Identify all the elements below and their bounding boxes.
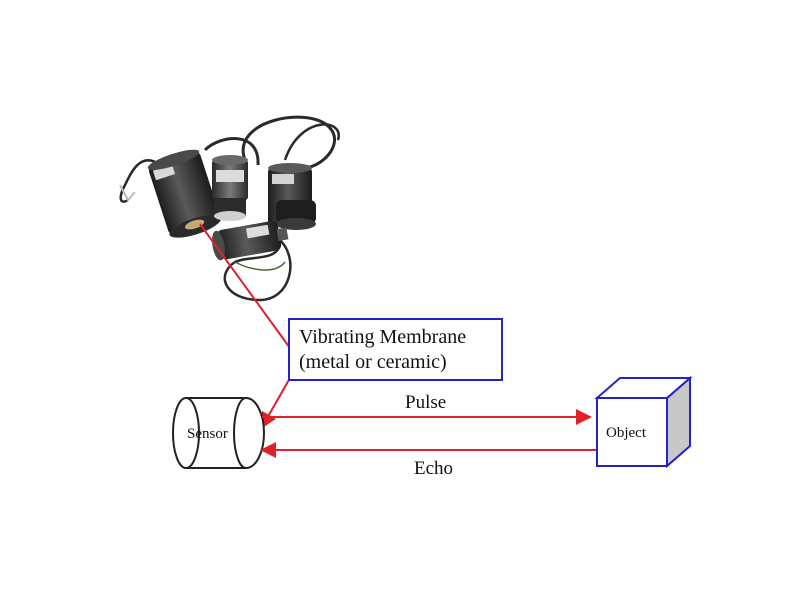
sensor-cable [223, 239, 292, 302]
sensor-body-small [212, 155, 248, 221]
callout-line-2: (metal or ceramic) [299, 351, 447, 373]
sensor-label: Sensor [187, 426, 228, 442]
ultrasonic-sensors-image [119, 115, 340, 302]
echo-label: Echo [414, 458, 453, 479]
membrane-callout: Vibrating Membrane (metal or ceramic) [288, 318, 503, 381]
sensor-cable [119, 184, 136, 202]
sensor-cylinder-face [233, 397, 247, 469]
object-label: Object [606, 425, 647, 441]
pulse-label: Pulse [405, 392, 446, 413]
sensor-cable [203, 137, 260, 166]
sensor-cable [119, 159, 161, 203]
sensor-pointer-line [261, 377, 291, 429]
cube-front-face [596, 397, 668, 467]
callout-box [288, 318, 503, 381]
sensor-cable [283, 123, 340, 161]
object-cube: Object [594, 375, 693, 469]
sensor-body-large [147, 149, 221, 238]
sensor-body-right [268, 163, 316, 230]
sensor-cylinder-left-end [172, 397, 200, 469]
sensor-cable [234, 261, 286, 271]
sensor-cylinder-body [186, 397, 265, 469]
membrane-pointer-line [199, 223, 291, 349]
callout-line-1: Vibrating Membrane [299, 326, 466, 348]
sensor-shape: Sensor [172, 397, 265, 469]
